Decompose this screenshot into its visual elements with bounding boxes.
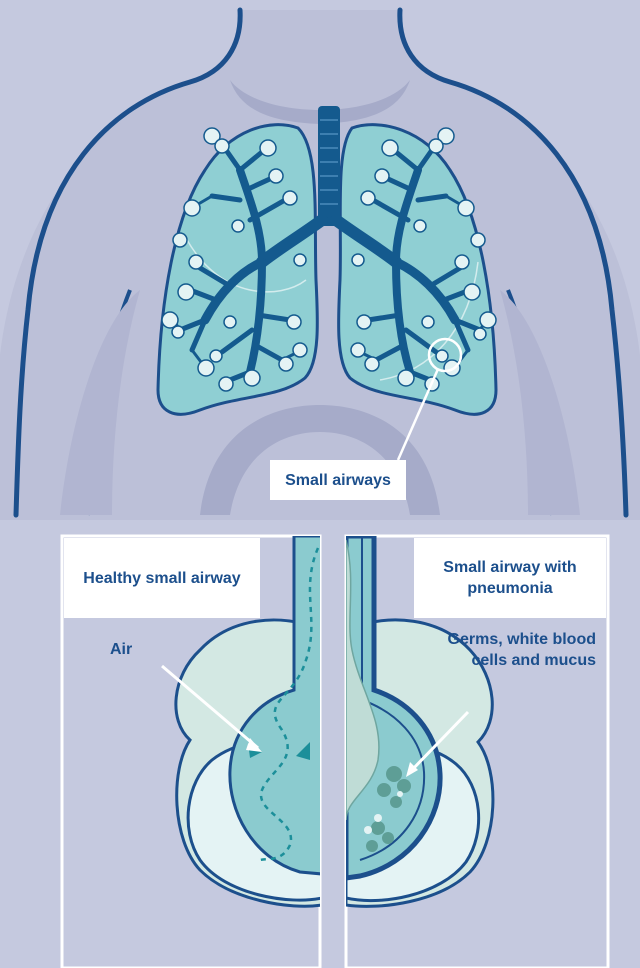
pneumonia-title: Small airway with pneumonia: [414, 538, 606, 618]
trachea: [318, 106, 340, 226]
germs-label: Germs, white blood cells and mucus: [440, 629, 596, 671]
air-label: Air: [110, 639, 150, 660]
healthy-title: Healthy small airway: [64, 538, 260, 618]
small-airways-label: Small airways: [270, 460, 406, 500]
